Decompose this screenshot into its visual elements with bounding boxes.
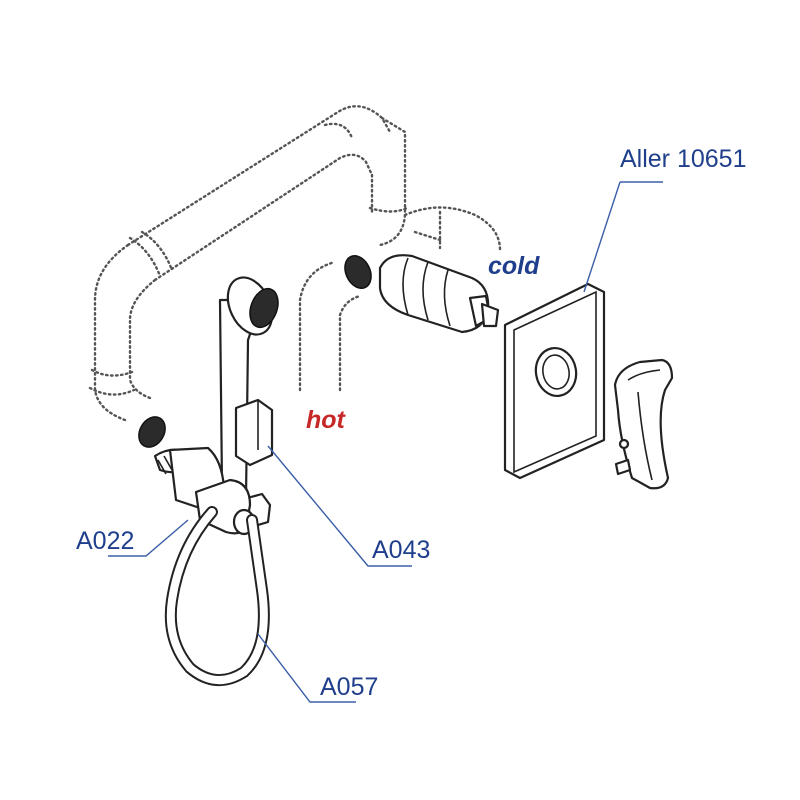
- hose-callout: A057: [320, 673, 378, 701]
- hot-label: hot: [306, 406, 347, 434]
- hose: [164, 506, 270, 686]
- hidden-pipework: [88, 105, 502, 422]
- lever-handle: [613, 358, 674, 490]
- pipe-opening-left: [138, 416, 166, 448]
- mixer-cartridge: [378, 254, 500, 334]
- wall-plate: [503, 282, 606, 480]
- pipe-opening-mixer: [344, 255, 372, 289]
- holder-callout: A043: [372, 536, 430, 564]
- cold-label: cold: [488, 252, 540, 280]
- product-callout: Aller 10651: [620, 145, 746, 173]
- angle-valve-callout: A022: [76, 527, 134, 555]
- callout-leaders: [108, 181, 663, 703]
